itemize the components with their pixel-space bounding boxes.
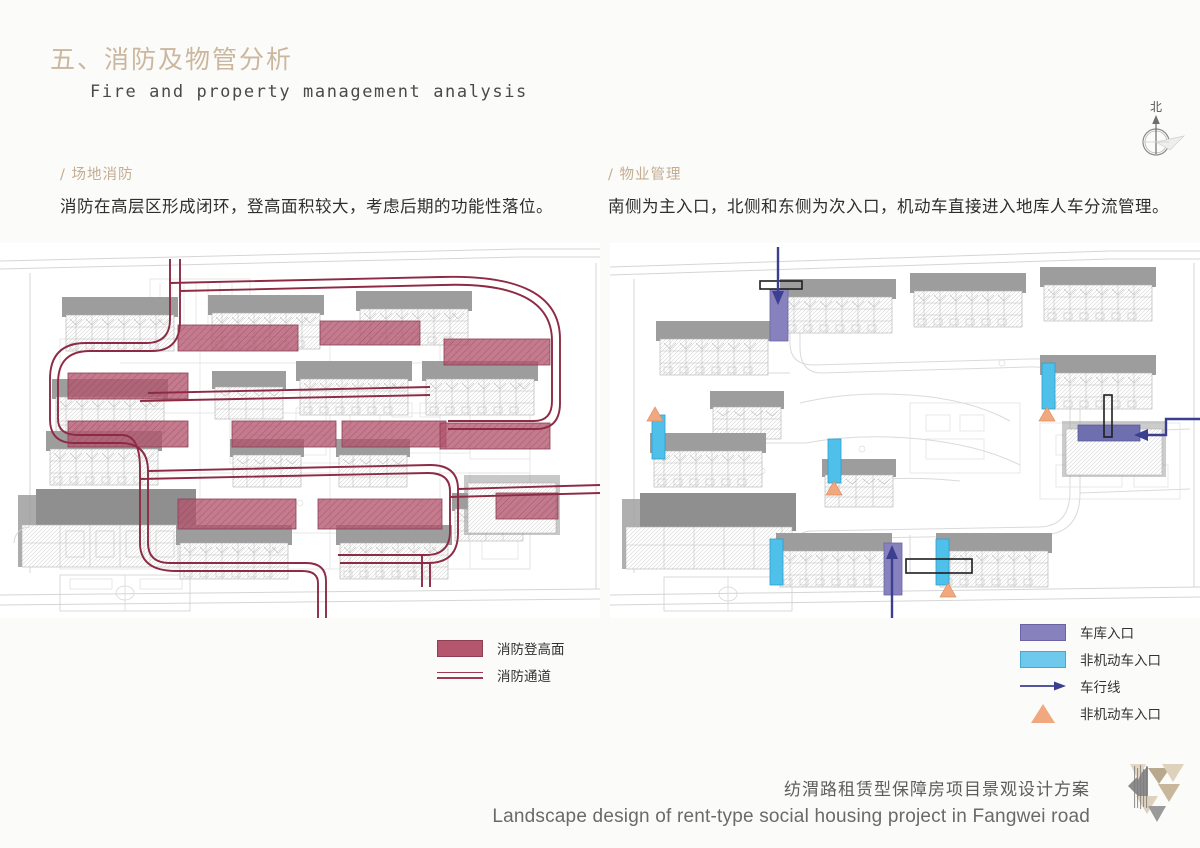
school-block-right: [622, 493, 796, 612]
vehicle-route-arrows: [776, 247, 1200, 618]
fire-access-lanes: [49, 259, 600, 618]
section-site-fire-label: / 场地消防: [60, 167, 134, 183]
vehicle-route-arrow-icon: [1020, 680, 1066, 692]
legend-item: 车行线: [1020, 674, 1161, 698]
north-arrow-icon: [1142, 115, 1186, 156]
section-site-fire: / 场地消防 消防在高层区形成闭环，登高面积较大，考虑后期的功能性落位。: [60, 163, 553, 217]
north-arrow: 北: [1126, 98, 1186, 164]
non-motor-entrance-triangle-icon: [1020, 703, 1066, 723]
legend-item: 消防登高面: [437, 636, 565, 660]
fire-access-lane-swatch: [437, 671, 483, 679]
section-property-management-label: / 物业管理: [608, 167, 682, 183]
school-block: [13, 489, 196, 612]
legend-label: 消防登高面: [497, 642, 565, 658]
garage-entrance-swatch: [1020, 623, 1066, 641]
property-management-plan[interactable]: [610, 243, 1200, 618]
legend-label: 非机动车入口: [1080, 653, 1161, 669]
non-motor-entrance-triangles: [646, 406, 1056, 598]
fire-legend: 消防登高面 消防通道: [437, 636, 565, 690]
section-property-management-body: 南侧为主入口，北侧和东侧为次入口，机动车直接进入地库人车分流管理。: [608, 197, 1169, 216]
north-arrow-label: 北: [1149, 100, 1163, 114]
studio-logo: [1128, 764, 1184, 822]
project-title-en: Landscape design of rent-type social hou…: [492, 806, 1090, 827]
project-title-cn: 纺渭路租赁型保障房项目景观设计方案: [784, 780, 1090, 800]
legend-item: 消防通道: [437, 663, 565, 687]
legend-item: 非机动车入口: [1020, 647, 1161, 671]
legend-item: 车库入口: [1020, 620, 1161, 644]
fire-rescue-platform-swatch: [437, 639, 483, 657]
vehicle-route-arrowheads: [772, 291, 1148, 559]
legend-item: 非机动车入口: [1020, 701, 1161, 725]
page-title-en: Fire and property management analysis: [90, 82, 528, 102]
property-legend: 车库入口 非机动车入口 车行线 非机动车入口: [1020, 620, 1161, 728]
section-property-management: / 物业管理 南侧为主入口，北侧和东侧为次入口，机动车直接进入地库人车分流管理。: [608, 163, 1169, 217]
section-site-fire-body: 消防在高层区形成闭环，登高面积较大，考虑后期的功能性落位。: [60, 197, 553, 216]
legend-label: 车行线: [1080, 680, 1121, 696]
fire-rescue-platforms: [67, 320, 559, 530]
legend-label: 消防通道: [497, 669, 551, 685]
legend-label: 非机动车入口: [1080, 707, 1161, 723]
legend-label: 车库入口: [1080, 626, 1134, 642]
non-motor-entrance-swatch: [1020, 650, 1066, 668]
site-fire-plan[interactable]: [0, 243, 600, 618]
gate-markers: [759, 280, 1113, 574]
footer: 纺渭路租赁型保障房项目景观设计方案 Landscape design of re…: [492, 775, 1090, 828]
page-title-cn: 五、消防及物管分析: [50, 45, 294, 74]
